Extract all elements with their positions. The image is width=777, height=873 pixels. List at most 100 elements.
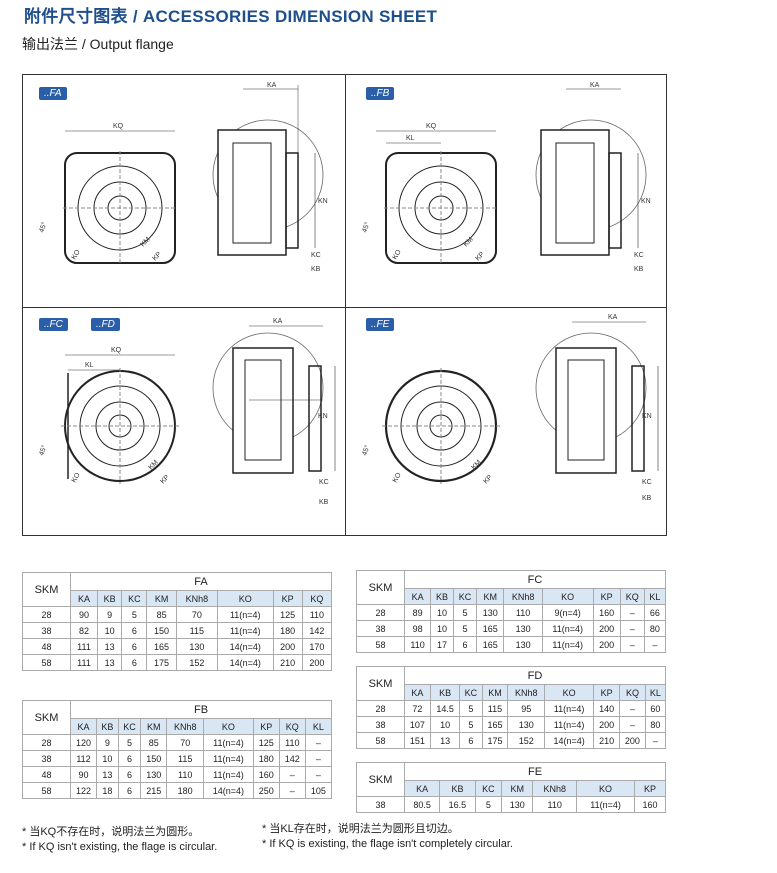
table-fe-column-header: KB [439, 780, 476, 797]
table-cell: 150 [140, 750, 168, 767]
dim-kp-fc: KP [159, 474, 171, 486]
table-cell: 95 [507, 700, 545, 717]
table-cell: 210 [272, 654, 303, 671]
table-fa-column-header: KNh8 [175, 590, 219, 607]
dim-ko-fa: KO [71, 248, 82, 261]
drawing-fb-svg: KQ KL KA KN KC KB KM KP KO 45° [360, 82, 650, 273]
table-fa-column-header: KM [146, 590, 177, 607]
table-fc-group-header: FC [404, 570, 666, 589]
dim-ko-fb: KO [392, 248, 403, 261]
table-cell: 17 [430, 636, 454, 653]
table-fc-column-header: KB [430, 588, 454, 605]
table-cell: 28 [356, 604, 405, 621]
table-fd-column-header: KA [404, 684, 431, 701]
table-cell: 142 [301, 622, 333, 639]
table-fd-skm-header: SKM [356, 666, 405, 701]
table-cell: 48 [22, 638, 71, 655]
dim-kq-fa: KQ [113, 123, 124, 130]
table-cell: 11(n=4) [541, 636, 594, 653]
table-fb-skm-header: SKM [22, 700, 71, 735]
table-cell: 58 [356, 732, 405, 749]
table-cell: 58 [22, 654, 71, 671]
table-cell: 11(n=4) [203, 750, 254, 767]
table-fe-group-header: FE [404, 762, 666, 781]
table-cell: 180 [272, 622, 303, 639]
table-cell: 115 [175, 622, 219, 639]
table-fd-column-header: KB [429, 684, 461, 701]
table-fc-column-header: KQ [619, 588, 645, 605]
table-cell: 14(n=4) [543, 732, 595, 749]
dim-kp-fb: KP [474, 251, 486, 263]
table-cell: 110 [403, 636, 432, 653]
table-cell: 130 [503, 636, 543, 653]
table-cell: – [304, 734, 333, 751]
table-fb-column-header: KNh8 [166, 718, 205, 735]
table-cell: 200 [593, 716, 621, 733]
table-fa-column-header: KA [69, 590, 99, 607]
table-cell: 10 [96, 750, 119, 767]
table-cell: 6 [117, 766, 142, 783]
table-fb-column-header: KO [203, 718, 254, 735]
table-cell: 11(n=4) [203, 766, 254, 783]
table-cell: 85 [140, 734, 168, 751]
table-fe-column-header: KNh8 [532, 780, 578, 797]
table-cell: 18 [96, 782, 119, 799]
table-cell: 200 [272, 638, 303, 655]
table-cell: 11(n=4) [217, 606, 274, 623]
table-fb-column-header: KP [252, 718, 280, 735]
table-cell: 6 [117, 750, 142, 767]
table-fb-column-header: KC [117, 718, 142, 735]
dim-km-fe: KM [470, 459, 482, 471]
table-cell: 14(n=4) [203, 782, 254, 799]
table-cell: 9 [96, 734, 119, 751]
table-cell: 38 [356, 796, 405, 813]
table-cell: 152 [175, 654, 219, 671]
table-cell: 82 [69, 622, 99, 639]
table-cell: – [619, 620, 645, 637]
table-fb-group-header: FB [70, 700, 332, 719]
note-right-cn: * 当KL存在时，说明法兰为圆形且切边。 [262, 823, 459, 835]
dim-kl-fb: KL [406, 135, 415, 142]
tag-fe: ..FE [366, 318, 395, 331]
table-cell: 120 [69, 734, 98, 751]
table-cell: 125 [272, 606, 303, 623]
table-cell: 175 [146, 654, 177, 671]
dim-kl-fc: KL [85, 362, 94, 369]
dim-kb-fa: KB [311, 266, 321, 273]
table-fe-column-header: KO [576, 780, 635, 797]
table-cell: 200 [301, 654, 333, 671]
table-cell: 107 [404, 716, 431, 733]
dim-ka-fc: KA [273, 318, 283, 325]
table-cell: 180 [166, 782, 205, 799]
drawing-fe-svg: KA KN KC KB KM KP KO 45° [360, 314, 659, 502]
dim-kq-fc: KQ [111, 347, 122, 354]
table-cell: 5 [459, 716, 483, 733]
table-cell: 130 [507, 716, 545, 733]
table-fa-column-header: KO [217, 590, 274, 607]
table-cell: 200 [592, 620, 621, 637]
table-cell: 160 [633, 796, 667, 813]
table-cell: 14.5 [429, 700, 461, 717]
table-cell: 5 [459, 700, 483, 717]
drawing-fe: ..FE KA KN KC KB KM KP KO 45° [346, 308, 668, 539]
table-cell: – [644, 732, 667, 749]
dim-ko-fc: KO [71, 471, 82, 484]
table-cell: 80.5 [403, 796, 441, 813]
table-cell: 175 [481, 732, 509, 749]
table-cell: 38 [356, 716, 405, 733]
table-fb-column-header: KB [96, 718, 119, 735]
table-fe-column-header: KP [633, 780, 667, 797]
drawing-fa-svg: KQ KA KN KC KB KM KP KO 45° [37, 82, 327, 273]
table-cell: 111 [69, 654, 99, 671]
table-cell: 160 [252, 766, 280, 783]
tag-fa: ..FA [39, 87, 67, 100]
table-cell: 130 [476, 604, 505, 621]
